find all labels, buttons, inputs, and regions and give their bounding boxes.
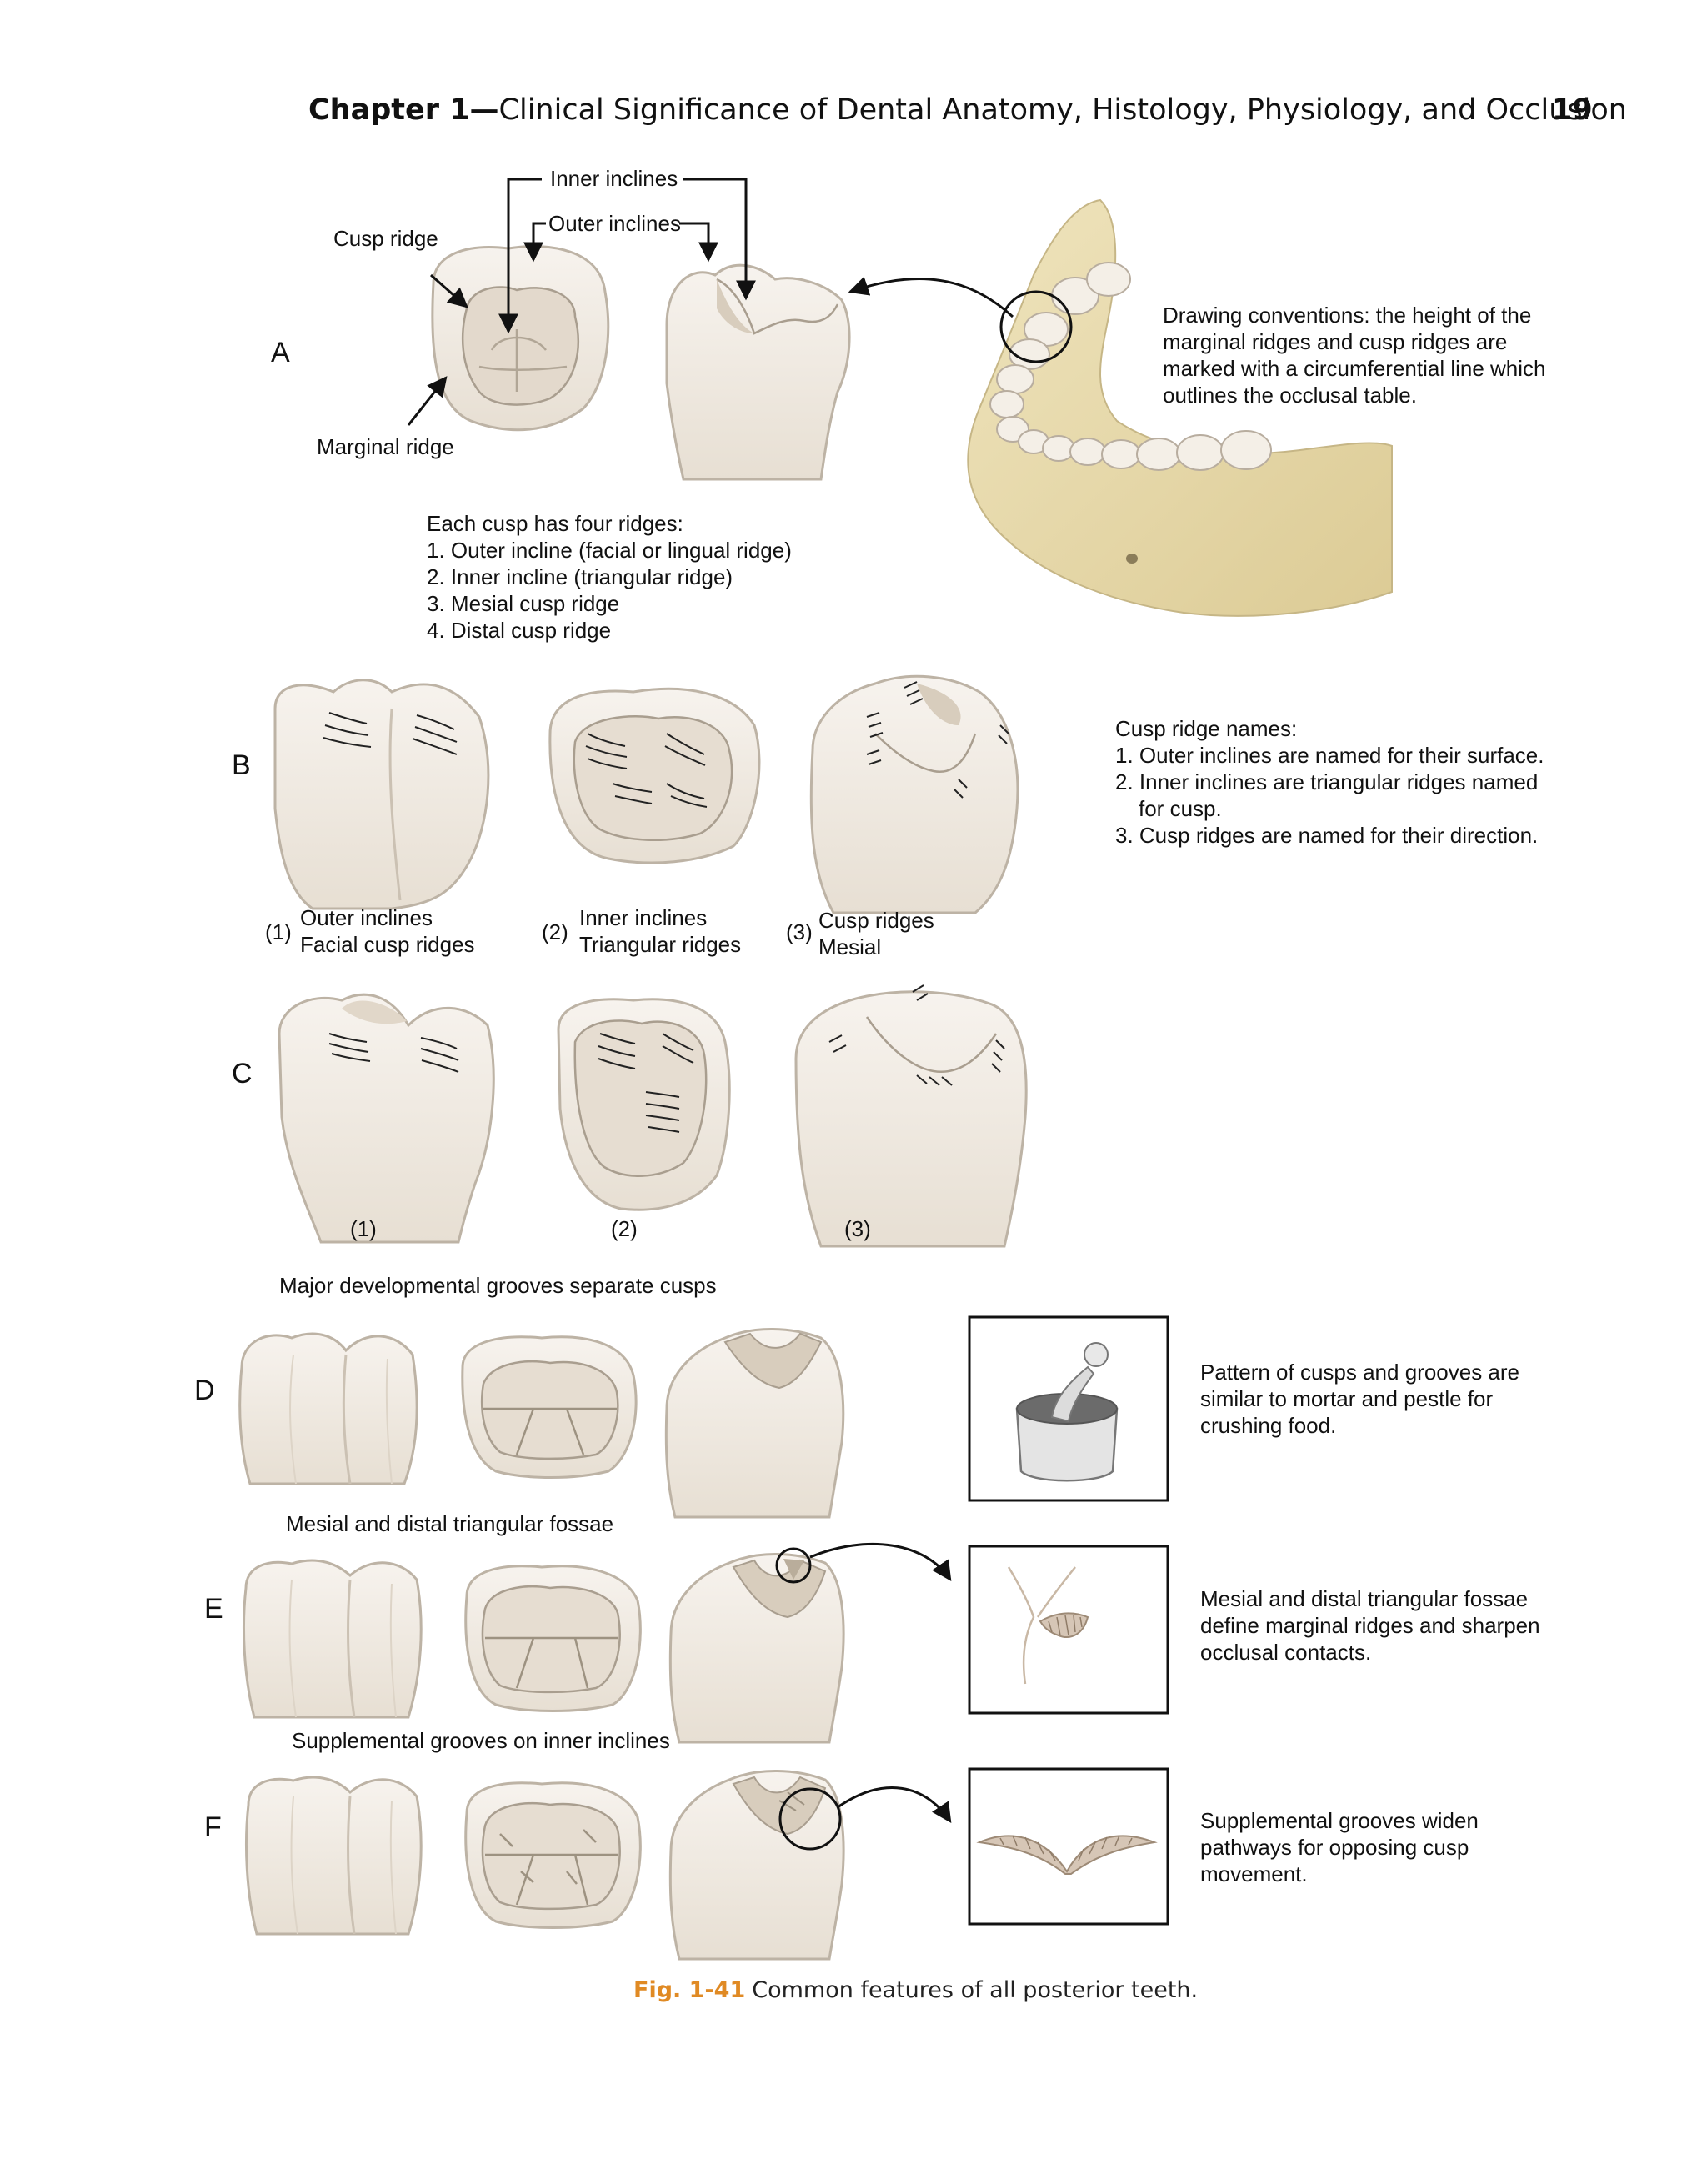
label-outer-inclines: Outer inclines <box>548 211 681 236</box>
four-ridges-line: 1. Outer incline (facial or lingual ridg… <box>427 538 792 563</box>
cusp-ridge-names-line: 1. Outer inclines are named for their su… <box>1115 743 1544 768</box>
panel-b-letter: B <box>232 749 251 781</box>
panel-f-letter: F <box>204 1811 222 1843</box>
panel-e-letter: E <box>204 1593 223 1625</box>
panel-d-note-line: Pattern of cusps and grooves are <box>1200 1360 1520 1385</box>
panel-f-note: Supplemental grooves widen pathways for … <box>1200 1807 1479 1887</box>
page-number: 19 <box>1552 93 1593 127</box>
label-inner-inclines: Inner inclines <box>550 166 678 191</box>
panel-b-num-1: (1) <box>265 919 292 944</box>
panel-b-num-2: (2) <box>542 919 568 944</box>
panel-d-note-line: similar to mortar and pestle for <box>1200 1386 1494 1411</box>
molar-proximal-f <box>668 1770 952 1961</box>
panel-c-num-1: (1) <box>350 1216 377 1241</box>
panel-d-note: Pattern of cusps and grooves are similar… <box>1200 1359 1519 1439</box>
four-ridges-line: 4. Distal cusp ridge <box>427 618 612 643</box>
panel-b-item-1-line2: Facial cusp ridges <box>300 932 475 957</box>
cusp-ridge-names-line: 3. Cusp ridges are named for their direc… <box>1115 823 1539 848</box>
mortar-pestle-icon <box>1015 1342 1119 1482</box>
molar-proximal-c <box>794 984 1028 1248</box>
panel-d-artwork <box>238 1315 1169 1519</box>
cusp-ridge-names-line: Cusp ridge names: <box>1115 716 1298 741</box>
four-ridges-line: 2. Inner incline (triangular ridge) <box>427 564 733 589</box>
molar-proximal-e <box>668 1542 952 1744</box>
panel-b-num-3: (3) <box>786 919 813 944</box>
panel-f-note-line: pathways for opposing cusp <box>1200 1835 1469 1860</box>
panel-a-letter: A <box>271 337 290 368</box>
molar-occlusal-d <box>461 1335 638 1479</box>
drawing-conventions-line: marked with a circumferential line which <box>1163 356 1546 381</box>
chapter-label: Chapter 1— <box>308 93 499 127</box>
panel-b-item-2-line2: Triangular ridges <box>579 932 742 957</box>
panel-f-artwork <box>244 1767 1169 1961</box>
groove-detail-box <box>968 1767 1169 1926</box>
panel-b-item-3-line2: Mesial <box>818 934 882 959</box>
groove-detail-icon <box>976 1835 1158 1875</box>
molar-occlusal-e <box>464 1565 642 1712</box>
panel-f-note-line: Supplemental grooves widen <box>1200 1808 1479 1833</box>
molar-proximal-d <box>664 1328 845 1519</box>
four-ridges-line: Each cusp has four ridges: <box>427 511 683 536</box>
panel-e-note: Mesial and distal triangular fossae defi… <box>1200 1585 1540 1666</box>
panel-e-note-line: define marginal ridges and sharpen <box>1200 1613 1540 1638</box>
molar-occlusal-b <box>548 687 761 864</box>
molar-facial-b <box>273 679 490 910</box>
panel-e-artwork <box>242 1542 1169 1744</box>
panel-d-letter: D <box>194 1375 215 1406</box>
panel-f-title: Supplemental grooves on inner inclines <box>292 1728 670 1753</box>
panel-b-item-1-line1: Outer inclines <box>300 905 433 930</box>
four-ridges-list: Each cusp has four ridges: 1. Outer incl… <box>427 510 792 644</box>
panel-b-artwork <box>273 674 1019 914</box>
panel-a-artwork <box>407 178 1393 617</box>
running-header: Chapter 1—Clinical Significance of Denta… <box>308 93 1627 127</box>
figure-caption-text: Common features of all posterior teeth. <box>752 1977 1199 2003</box>
molar-facial-f <box>244 1776 423 1936</box>
cusp-ridge-names-line: for cusp. <box>1139 796 1222 821</box>
panel-c-num-3: (3) <box>844 1216 871 1241</box>
panel-f-note-line: movement. <box>1200 1861 1308 1886</box>
molar-facial-e <box>242 1559 423 1719</box>
cusp-ridge-names-line: 2. Inner inclines are triangular ridges … <box>1115 769 1539 794</box>
molar-facial-c <box>278 993 495 1244</box>
panel-d-note-line: crushing food. <box>1200 1413 1337 1438</box>
panel-b-item-3-line1: Cusp ridges <box>818 908 934 933</box>
molar-occlusal-f <box>464 1781 642 1929</box>
chapter-title: Clinical Significance of Dental Anatomy,… <box>498 93 1627 127</box>
panel-e-note-line: Mesial and distal triangular fossae <box>1200 1586 1529 1611</box>
panel-e-title: Mesial and distal triangular fossae <box>286 1511 614 1536</box>
drawing-conventions-line: outlines the occlusal table. <box>1163 383 1417 408</box>
panel-d-title: Major developmental grooves separate cus… <box>279 1273 717 1298</box>
panel-c-num-2: (2) <box>611 1216 638 1241</box>
molar-facial-d <box>238 1332 418 1485</box>
panel-c-letter: C <box>232 1058 253 1089</box>
mandible-illustration <box>848 198 1393 617</box>
panel-e-note-line: occlusal contacts. <box>1200 1640 1372 1665</box>
cusp-ridge-names-list: Cusp ridge names: 1. Outer inclines are … <box>1115 715 1544 849</box>
molar-proximal-a <box>665 263 851 481</box>
drawing-conventions-line: marginal ridges and cusp ridges are <box>1163 329 1508 354</box>
label-cusp-ridge: Cusp ridge <box>333 226 438 251</box>
molar-proximal-b <box>809 674 1019 914</box>
figure-label: Fig. 1-41 <box>633 1977 746 2003</box>
drawing-conventions-note: Drawing conventions: the height of the m… <box>1163 302 1546 408</box>
molar-occlusal-c <box>557 998 731 1211</box>
fossa-detail-icon <box>1007 1566 1089 1685</box>
molar-occlusal-a <box>431 245 610 432</box>
panel-c-artwork <box>278 984 1028 1248</box>
panel-b-item-2-line1: Inner inclines <box>579 905 708 930</box>
drawing-conventions-line: Drawing conventions: the height of the <box>1163 303 1532 328</box>
four-ridges-line: 3. Mesial cusp ridge <box>427 591 620 616</box>
label-marginal-ridge: Marginal ridge <box>317 434 454 459</box>
